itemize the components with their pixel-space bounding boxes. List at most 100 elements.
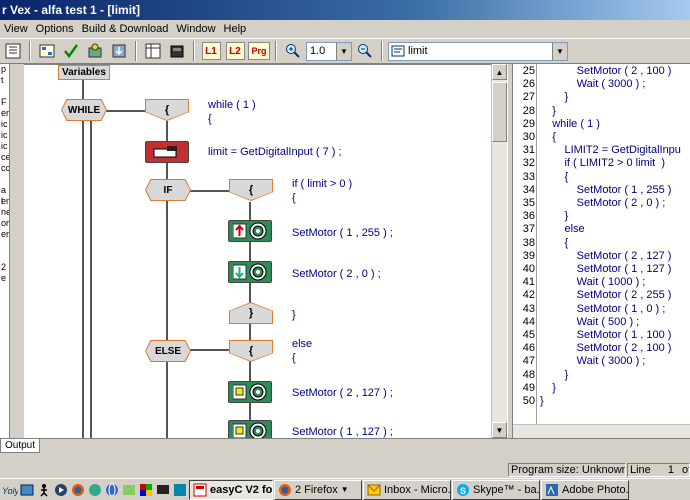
menu-build-download[interactable]: Build & Download bbox=[81, 23, 169, 35]
function-select[interactable]: limit ▼ bbox=[388, 41, 568, 61]
menu-view[interactable]: View bbox=[4, 23, 28, 35]
table-button[interactable] bbox=[142, 40, 164, 62]
zoom-out-button[interactable] bbox=[354, 40, 376, 62]
code-line[interactable]: SetMotor ( 2 , 127 ) bbox=[540, 249, 672, 262]
menu-window[interactable]: Window bbox=[176, 23, 216, 35]
show-desktop-icon[interactable] bbox=[19, 482, 35, 498]
scroll-thumb[interactable] bbox=[492, 82, 507, 142]
task-firefox[interactable]: 2 Firefox ▼ bbox=[274, 479, 362, 500]
pane-splitter[interactable] bbox=[507, 64, 513, 438]
else-open-brace[interactable]: { bbox=[230, 341, 272, 361]
chevron-down-icon[interactable]: ▼ bbox=[552, 42, 567, 60]
orb-icon[interactable] bbox=[87, 482, 103, 498]
motor-block[interactable] bbox=[228, 220, 272, 242]
app-icon[interactable] bbox=[172, 482, 188, 498]
while-block[interactable]: WHILE bbox=[62, 100, 106, 120]
l2-button[interactable]: L2 bbox=[224, 40, 246, 62]
code-line[interactable]: } bbox=[540, 395, 544, 407]
menu-help[interactable]: Help bbox=[223, 23, 247, 35]
code-line[interactable]: SetMotor ( 1 , 255 ) bbox=[540, 183, 672, 196]
function-list-item[interactable]: 2 bbox=[1, 262, 7, 272]
function-list-item[interactable]: ic bbox=[1, 141, 8, 151]
download-button[interactable] bbox=[108, 40, 130, 62]
code-line[interactable]: { bbox=[540, 236, 569, 249]
flowchart-view-button[interactable] bbox=[2, 40, 24, 62]
code-line[interactable]: { bbox=[540, 170, 569, 183]
code-line[interactable]: SetMotor ( 2 , 100 ) bbox=[540, 65, 672, 77]
task-skype[interactable]: S Skype™ - ba... bbox=[452, 479, 540, 500]
function-list-item[interactable]: er. bbox=[1, 229, 9, 239]
output-tab[interactable]: Output bbox=[0, 439, 41, 453]
panel-splitter[interactable] bbox=[10, 64, 24, 438]
code-line[interactable]: } bbox=[540, 91, 569, 104]
code-line[interactable]: LIMIT2 = GetDigitalInpu bbox=[540, 144, 681, 157]
if-block[interactable]: IF bbox=[146, 180, 190, 200]
scroll-down-icon[interactable]: ▼ bbox=[492, 422, 507, 438]
screen-icon[interactable] bbox=[155, 482, 171, 498]
code-line[interactable]: Wait ( 1000 ) ; bbox=[540, 276, 646, 289]
function-list-item[interactable]: ic bbox=[1, 130, 8, 140]
function-list-item[interactable] bbox=[0, 86, 9, 97]
code-line[interactable]: Wait ( 3000 ) ; bbox=[540, 355, 646, 368]
code-line[interactable]: else bbox=[540, 223, 585, 236]
menu-options[interactable]: Options bbox=[35, 23, 74, 35]
motor-block[interactable] bbox=[228, 420, 272, 438]
motor-block[interactable] bbox=[228, 381, 272, 403]
function-list-item[interactable] bbox=[0, 240, 9, 251]
else-block[interactable]: ELSE bbox=[146, 341, 190, 361]
code-line[interactable]: SetMotor ( 1 , 0 ) ; bbox=[540, 302, 666, 315]
digital-input-block[interactable] bbox=[145, 141, 189, 163]
function-list-item[interactable] bbox=[0, 251, 9, 262]
code-line[interactable]: SetMotor ( 1 , 127 ) bbox=[540, 263, 672, 275]
code-line[interactable]: SetMotor ( 2 , 255 ) bbox=[540, 289, 672, 302]
motor-block[interactable] bbox=[228, 261, 272, 283]
code-line[interactable]: Wait ( 500 ) ; bbox=[540, 315, 640, 328]
function-list-item[interactable]: er bbox=[1, 108, 10, 118]
code-line[interactable]: Wait ( 3000 ) ; bbox=[540, 78, 646, 91]
l1-button[interactable]: L1 bbox=[200, 40, 222, 62]
controller-button[interactable] bbox=[166, 40, 188, 62]
function-list-item[interactable]: or bbox=[1, 218, 10, 228]
globe-icon[interactable] bbox=[104, 482, 120, 498]
code-line[interactable]: SetMotor ( 1 , 100 ) bbox=[540, 329, 672, 341]
function-list-item[interactable]: t bbox=[1, 75, 4, 85]
while-open-brace[interactable]: { bbox=[146, 100, 188, 120]
zoom-select[interactable]: 1.0 ▼ bbox=[306, 41, 352, 61]
quicklaunch-icon[interactable]: Yoly bbox=[2, 482, 18, 498]
task-inbox[interactable]: Inbox - Micro... bbox=[363, 479, 451, 500]
function-list-item[interactable]: ic bbox=[1, 119, 8, 129]
function-list-item[interactable]: a l bbox=[1, 185, 7, 206]
function-list-item[interactable]: ce bbox=[1, 152, 10, 162]
variables-block[interactable]: Variables bbox=[58, 65, 110, 80]
function-list-item[interactable] bbox=[0, 174, 9, 185]
build-button[interactable] bbox=[84, 40, 106, 62]
flowchart-scrollbar[interactable]: ▲ ▼ bbox=[491, 64, 507, 438]
if-open-brace[interactable]: { bbox=[230, 180, 272, 200]
function-list-item[interactable]: F bbox=[1, 97, 7, 107]
function-list-item[interactable]: ne bbox=[1, 207, 9, 217]
code-line[interactable]: SetMotor ( 2 , 100 ) bbox=[540, 342, 672, 355]
code-line[interactable]: } bbox=[540, 368, 569, 381]
if-close-brace[interactable]: } bbox=[230, 303, 272, 323]
zoom-in-button[interactable] bbox=[282, 40, 304, 62]
prg-button[interactable]: Prg bbox=[248, 40, 270, 62]
code-line[interactable]: { bbox=[540, 131, 556, 143]
code-line[interactable]: if ( LIMIT2 > 0 limit ) bbox=[540, 157, 665, 170]
photo-icon[interactable] bbox=[121, 482, 137, 498]
code-line[interactable]: while ( 1 ) bbox=[540, 117, 600, 130]
function-list-item[interactable]: cc bbox=[1, 163, 10, 173]
code-line[interactable]: } bbox=[540, 210, 569, 223]
grid-icon[interactable] bbox=[138, 482, 154, 498]
function-list-item[interactable]: er bbox=[1, 196, 10, 206]
scroll-up-icon[interactable]: ▲ bbox=[492, 64, 507, 80]
chevron-down-icon[interactable]: ▼ bbox=[336, 42, 351, 60]
person-icon[interactable] bbox=[36, 482, 52, 498]
task-easyc[interactable]: easyC V2 fo... bbox=[189, 479, 273, 500]
task-photoshop[interactable]: Adobe Photo... bbox=[541, 479, 629, 500]
code-hscrollbar[interactable] bbox=[513, 424, 690, 438]
layout-button[interactable] bbox=[36, 40, 58, 62]
code-line[interactable]: } bbox=[540, 104, 556, 117]
firefox-icon[interactable] bbox=[70, 482, 86, 498]
code-line[interactable]: SetMotor ( 2 , 0 ) ; bbox=[540, 197, 666, 209]
